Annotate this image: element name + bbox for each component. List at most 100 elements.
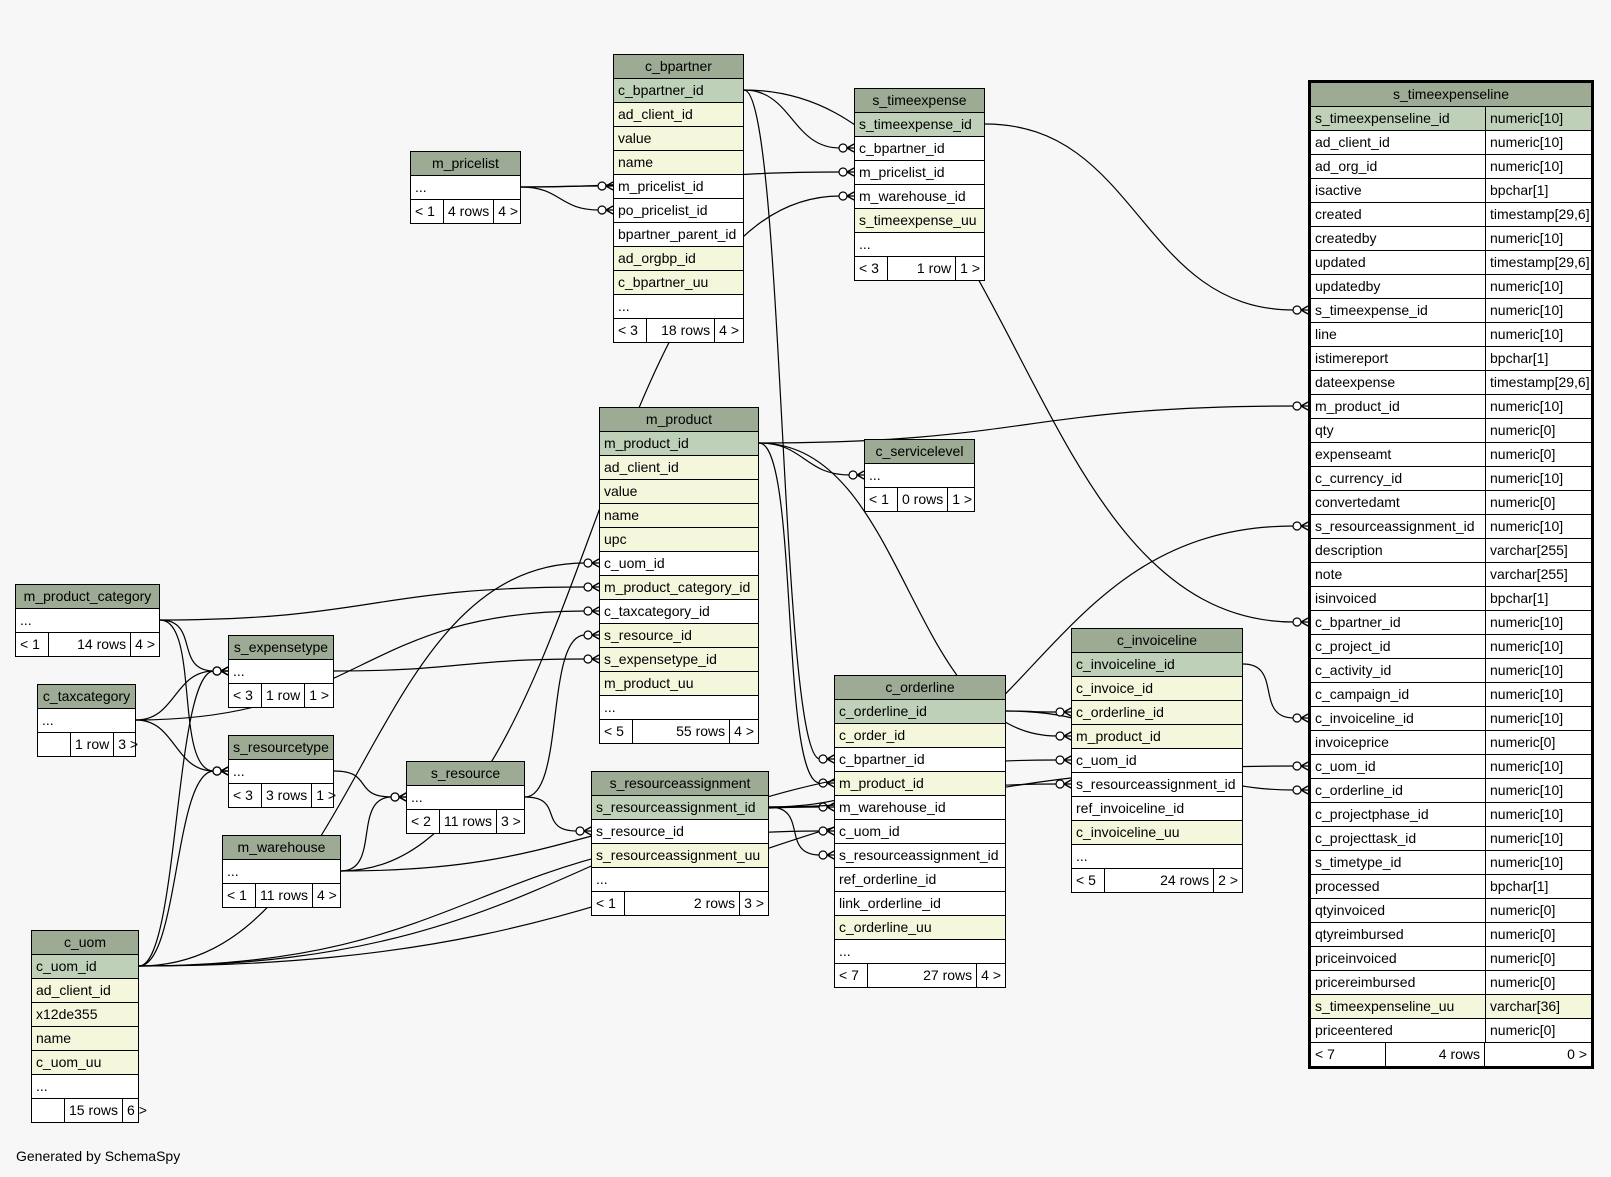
column-row[interactable]: c_orderline_uu (835, 916, 1005, 940)
children-count[interactable]: 2 > (1213, 869, 1242, 892)
parents-count[interactable] (38, 733, 71, 756)
column-row[interactable]: m_warehouse_id (835, 796, 1005, 820)
parents-count[interactable]: < 5 (1072, 869, 1105, 892)
column-row[interactable]: c_taxcategory_id (600, 600, 758, 624)
column-row[interactable]: s_expensetype_id (600, 648, 758, 672)
column-row[interactable]: c_bpartner_uu (614, 271, 743, 295)
column-row[interactable]: m_product_category_id (600, 576, 758, 600)
column-row[interactable]: s_resourceassignment_id (835, 844, 1005, 868)
column-row[interactable]: c_order_id (835, 724, 1005, 748)
column-row[interactable]: ad_client_id (600, 456, 758, 480)
column-row[interactable]: ... (592, 868, 768, 892)
parents-count[interactable]: < 5 (600, 720, 633, 743)
children-count[interactable]: 6 > (122, 1099, 151, 1122)
column-row[interactable]: ... (614, 295, 743, 319)
parents-count[interactable] (32, 1099, 65, 1122)
parents-count[interactable]: < 1 (16, 633, 49, 656)
children-count[interactable]: 4 > (311, 884, 341, 907)
column-row[interactable]: ad_client_id (614, 103, 743, 127)
column-row[interactable]: ad_client_id (32, 979, 138, 1003)
parents-count[interactable]: < 1 (411, 200, 444, 223)
column-row[interactable]: link_orderline_id (835, 892, 1005, 916)
children-count[interactable]: 3 > (495, 810, 525, 833)
column-row[interactable]: ... (223, 860, 340, 884)
children-count[interactable]: 4 > (130, 633, 159, 656)
column-row[interactable]: s_resource_id (600, 624, 758, 648)
column-row[interactable]: c_orderline_id (1072, 701, 1242, 725)
column-row[interactable]: ... (16, 609, 159, 633)
column-row[interactable]: c_uom_id (1072, 749, 1242, 773)
column-row[interactable]: m_pricelist_id (614, 175, 743, 199)
column-row[interactable]: ... (38, 709, 135, 733)
children-count[interactable]: 4 > (714, 319, 743, 342)
column-row[interactable]: c_bpartner_id (835, 748, 1005, 772)
children-count[interactable]: 4 > (976, 964, 1005, 987)
children-count[interactable]: 1 > (947, 488, 976, 511)
column-row[interactable]: c_invoice_id (1072, 677, 1242, 701)
primary-key-row[interactable]: s_timeexpense_id (855, 113, 984, 137)
column-row[interactable]: bpartner_parent_id (614, 223, 743, 247)
column-row[interactable]: value (600, 480, 758, 504)
column-row[interactable]: name (600, 504, 758, 528)
parents-count[interactable]: < 1 (592, 892, 625, 915)
column-row[interactable]: c_uom_id (600, 552, 758, 576)
column-row[interactable]: m_warehouse_id (855, 185, 984, 209)
column-row[interactable]: ... (32, 1075, 138, 1099)
column-row[interactable]: ad_orgbp_id (614, 247, 743, 271)
column-row[interactable]: ... (1072, 845, 1242, 869)
parents-count[interactable]: < 1 (865, 488, 898, 511)
column-row[interactable]: c_invoiceline_uu (1072, 821, 1242, 845)
primary-key-row[interactable]: c_invoiceline_id (1072, 653, 1242, 677)
column-row[interactable]: c_bpartner_id (855, 137, 984, 161)
column-row[interactable]: name (32, 1027, 138, 1051)
column-row[interactable]: upc (600, 528, 758, 552)
parents-count[interactable]: < 3 (229, 784, 262, 807)
children-count[interactable]: 4 > (729, 720, 758, 743)
column-row[interactable]: ... (865, 464, 974, 488)
column-row[interactable]: ... (411, 176, 520, 200)
children-count[interactable]: 3 > (113, 733, 142, 756)
column-row[interactable]: m_product_id (1072, 725, 1242, 749)
primary-key-row[interactable]: m_product_id (600, 432, 758, 456)
column-row[interactable]: c_uom_uu (32, 1051, 138, 1075)
column-row[interactable]: ... (229, 760, 333, 784)
primary-key-row[interactable]: c_orderline_id (835, 700, 1005, 724)
children-count[interactable]: 1 > (311, 784, 340, 807)
column-row[interactable]: m_product_uu (600, 672, 758, 696)
